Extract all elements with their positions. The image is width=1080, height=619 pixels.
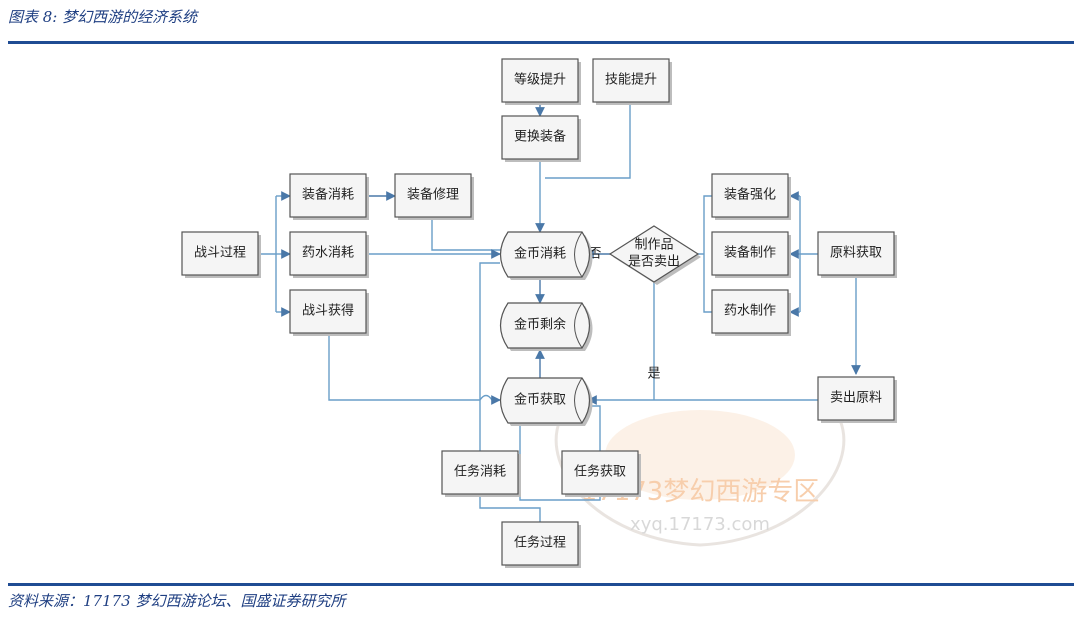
- node-jineng: 技能提升: [592, 58, 672, 105]
- edge-guocheng-xiaohao: [479, 494, 541, 522]
- node-yaoshui-xiaohao: 药水消耗: [289, 231, 369, 278]
- node-zd-huode: 战斗获得: [289, 289, 369, 336]
- edge-yuanliao-branch: [799, 196, 818, 312]
- node-zhandou-label: 战斗过程: [194, 246, 246, 261]
- edge-renwu-xiaohao: [479, 262, 500, 451]
- node-zb-xiuli: 装备修理: [394, 173, 474, 220]
- node-zb-zhizuo-label: 装备制作: [724, 245, 776, 261]
- watermark-url: xyq.17173.com: [630, 514, 770, 535]
- edge-huode-huoqu: [328, 335, 501, 405]
- node-zhandou: 战斗过程: [181, 231, 261, 278]
- node-rw-huoqu-label: 任务获取: [574, 464, 626, 480]
- node-zb-zhizuo: 装备制作: [711, 231, 791, 278]
- node-rw-huoqu: 任务获取: [561, 450, 641, 497]
- node-maichu-yl: 卖出原料: [817, 376, 897, 423]
- node-jb-xiaohao: 金币消耗: [499, 231, 593, 280]
- title-rule: [8, 41, 1074, 44]
- node-jb-shengyu: 金币剩余: [499, 302, 593, 351]
- node-yl-huoqu-label: 原料获取: [830, 246, 882, 261]
- node-jb-huoqu: 金币获取: [499, 377, 593, 426]
- source-rule: [8, 583, 1074, 586]
- edge-xiuli-xiaohao: [431, 219, 505, 251]
- node-rw-xiaohao-label: 任务消耗: [454, 464, 506, 480]
- node-rw-guocheng: 任务过程: [501, 521, 581, 568]
- node-genghuan-label: 更换装备: [514, 129, 566, 145]
- node-decision-line2: 是否卖出: [628, 255, 680, 270]
- node-zb-qianghua-label: 装备强化: [724, 187, 776, 203]
- node-zb-xiaohao-label: 装备消耗: [302, 187, 354, 203]
- node-jb-xiaohao-label: 金币消耗: [514, 246, 566, 262]
- node-ys-zhizuo: 药水制作: [711, 289, 791, 336]
- node-jineng-label: 技能提升: [605, 72, 657, 88]
- node-dengji-label: 等级提升: [514, 72, 566, 88]
- node-zd-huode-label: 战斗获得: [302, 303, 354, 319]
- node-zb-qianghua: 装备强化: [711, 173, 791, 220]
- edge-jineng-xiaohao: [545, 102, 631, 179]
- node-jb-shengyu-label: 金币剩余: [514, 317, 566, 333]
- node-maichu-yl-label: 卖出原料: [830, 391, 882, 406]
- node-ys-zhizuo-label: 药水制作: [724, 304, 776, 319]
- edge-label-yes: 是: [647, 367, 660, 382]
- node-rw-xiaohao: 任务消耗: [441, 450, 521, 497]
- figure-title: 图表 8: 梦幻西游的经济系统: [8, 8, 198, 26]
- node-zb-xiaohao: 装备消耗: [289, 173, 369, 220]
- node-zb-xiuli-label: 装备修理: [407, 187, 459, 203]
- node-decision-line1: 制作品: [634, 238, 673, 253]
- node-rw-guocheng-label: 任务过程: [514, 535, 566, 551]
- figure-source: 资料来源：17173 梦幻西游论坛、国盛证券研究所: [8, 592, 346, 610]
- node-yl-huoqu: 原料获取: [817, 231, 897, 278]
- node-dengji: 等级提升: [501, 58, 581, 105]
- node-yaoshui-xiaohao-label: 药水消耗: [302, 246, 354, 261]
- node-decision: 制作品 是否卖出: [608, 225, 701, 285]
- edge-production-decision: [698, 195, 712, 313]
- node-genghuan: 更换装备: [501, 115, 581, 162]
- node-jb-huoqu-label: 金币获取: [514, 392, 566, 408]
